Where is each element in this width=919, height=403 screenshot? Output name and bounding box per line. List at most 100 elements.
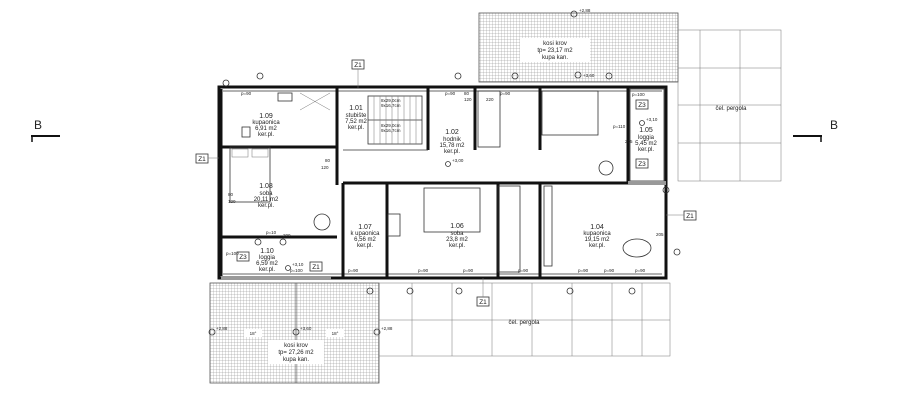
stair-label-4: 9x16,7cm [381, 128, 401, 133]
roof-angle-right: 18° [332, 331, 339, 336]
room-area: 19,15 m2 [584, 237, 610, 243]
dimension-labels: p=90 p=90 p=90 p=90 p=90 p=90 p=90 p=90 … [226, 91, 664, 273]
stair-label-3: 8x29,0cm [381, 123, 401, 128]
room-name: soba [450, 231, 464, 237]
dim: p=100 [290, 268, 303, 273]
room-floor: ker.pl. [357, 243, 373, 249]
room-area: 6,56 m2 [354, 237, 376, 243]
roof-top-line1: kosi krov [543, 41, 567, 47]
section-letter-right: B [830, 118, 838, 132]
room-floor: ker.pl. [589, 243, 605, 249]
room-floor: ker.pl. [638, 147, 654, 153]
tag-z3-right-top: Z3 [638, 102, 646, 109]
room-area: 5,45 m2 [635, 141, 657, 147]
dim: p=90 [445, 91, 456, 96]
room-1-06: 1.06 soba 23,8 m2 ker.pl. [446, 223, 468, 249]
room-1-01: 1.01 stubište 7,52 m2 ker.pl. [345, 105, 367, 131]
room-number: 1.09 [259, 113, 273, 120]
room-floor: ker.pl. [444, 149, 460, 155]
room-number: 1.07 [358, 224, 372, 231]
dim: p=90 [418, 268, 429, 273]
elevation-markers: +3,00 +3,10 +3,10 [285, 117, 658, 271]
dim: p=110 [613, 124, 626, 129]
dim: 120 [228, 199, 236, 204]
tag-z3-right-bottom: Z3 [638, 161, 646, 168]
dim: 120 [321, 165, 329, 170]
room-floor: ker.pl. [348, 125, 364, 131]
dim: 205 [656, 232, 664, 237]
room-1-02: 1.02 hodnik 15,78 m2 ker.pl. [439, 129, 465, 155]
elev-loggia-left: +3,10 [292, 262, 304, 267]
room-name: kupaonica [252, 120, 280, 126]
dim: 205 [625, 139, 633, 144]
room-1-10: 1.10 loggia 6,59 m2 ker.pl. [256, 248, 278, 273]
room-number: 1.10 [260, 248, 274, 255]
room-area: 15,78 m2 [439, 143, 465, 149]
room-name: stubište [346, 113, 367, 119]
roof-bottom-line2: tp= 27,26 m2 [278, 350, 314, 356]
room-1-09: 1.09 kupaonica 6,91 m2 ker.pl. [252, 113, 280, 138]
elev-top-ridge: +3,60 [583, 73, 595, 78]
roof-bottom-line3: kupa kan. [283, 357, 309, 363]
pergola-right-label: čel. pergola [715, 106, 747, 112]
room-1-05: 1.05 loggia 5,45 m2 ker.pl. [635, 127, 657, 153]
dim: 200 [283, 233, 291, 238]
section-marker-right: B [793, 118, 838, 142]
bathtub [622, 238, 652, 258]
loggia-left-rail [221, 276, 331, 280]
room-name: soba [259, 191, 273, 197]
elev-bottom-left: +2,88 [216, 326, 228, 331]
bed-middle [423, 187, 481, 233]
roof-top-line3: kupa kan. [542, 55, 568, 61]
elev-bottom-mid: +3,60 [300, 326, 312, 331]
dim: p=90 [635, 268, 646, 273]
dim: p=90 [500, 91, 511, 96]
elev-top-roof: +2,88 [579, 8, 591, 13]
room-number: 1.01 [349, 105, 363, 112]
room-name: kupaonica [583, 231, 611, 237]
walls [217, 85, 668, 280]
roof-bottom: kosi krov tp= 27,26 m2 kupa kan. 18° 18°… [208, 282, 393, 384]
room-name: hodnik [443, 137, 462, 143]
room-name: loggia [638, 135, 655, 141]
pergola-right: čel. pergola [677, 29, 782, 182]
dim: 220 [486, 97, 494, 102]
dim: p=90 [604, 268, 615, 273]
stair-label-1: 8x29,0cm [381, 98, 401, 103]
dim: 80 [464, 91, 470, 96]
dim: 120 [464, 97, 472, 102]
section-marker-left: B [31, 118, 60, 142]
tag-z1-right: Z1 [686, 213, 694, 220]
room-floor: ker.pl. [449, 243, 465, 249]
dim: p=10 [266, 230, 277, 235]
room-number: 1.05 [639, 127, 653, 134]
furniture [229, 90, 652, 273]
tag-z1-loggia: Z1 [312, 264, 320, 271]
dim: p=90 [241, 91, 252, 96]
room-floor: ker.pl. [258, 132, 274, 138]
pergola-bottom: čel. pergola [378, 282, 671, 357]
dim: p=90 [518, 268, 529, 273]
room-floor: ker.pl. [258, 203, 274, 209]
room-area: 6,59 m2 [256, 261, 278, 267]
room-name: loggia [259, 255, 276, 261]
pergola-bottom-label: čel. pergola [508, 320, 540, 326]
section-letter-left: B [34, 118, 42, 132]
room-1-07: 1.07 k upaonica 6,56 m2 ker.pl. [350, 224, 380, 249]
room-number: 1.08 [259, 183, 273, 190]
elev-bottom-right: +2,88 [381, 326, 393, 331]
room-floor: ker.pl. [259, 267, 275, 273]
dim: 80 [325, 158, 331, 163]
tag-z3-loggia: Z3 [239, 254, 247, 261]
dim: p=100 [226, 251, 239, 256]
room-area: 6,91 m2 [255, 126, 277, 132]
tag-z1-top: Z1 [354, 62, 362, 69]
roof-bottom-line1: kosi krov [284, 343, 308, 349]
room-1-04: 1.04 kupaonica 19,15 m2 ker.pl. [583, 224, 611, 249]
room-number: 1.06 [450, 223, 464, 230]
stairs: 8x29,0cm 9x16,7cm 8x29,0cm 9x16,7cm [367, 95, 423, 145]
room-number: 1.04 [590, 224, 604, 231]
room-number: 1.02 [445, 129, 459, 136]
bed-left [229, 146, 271, 203]
